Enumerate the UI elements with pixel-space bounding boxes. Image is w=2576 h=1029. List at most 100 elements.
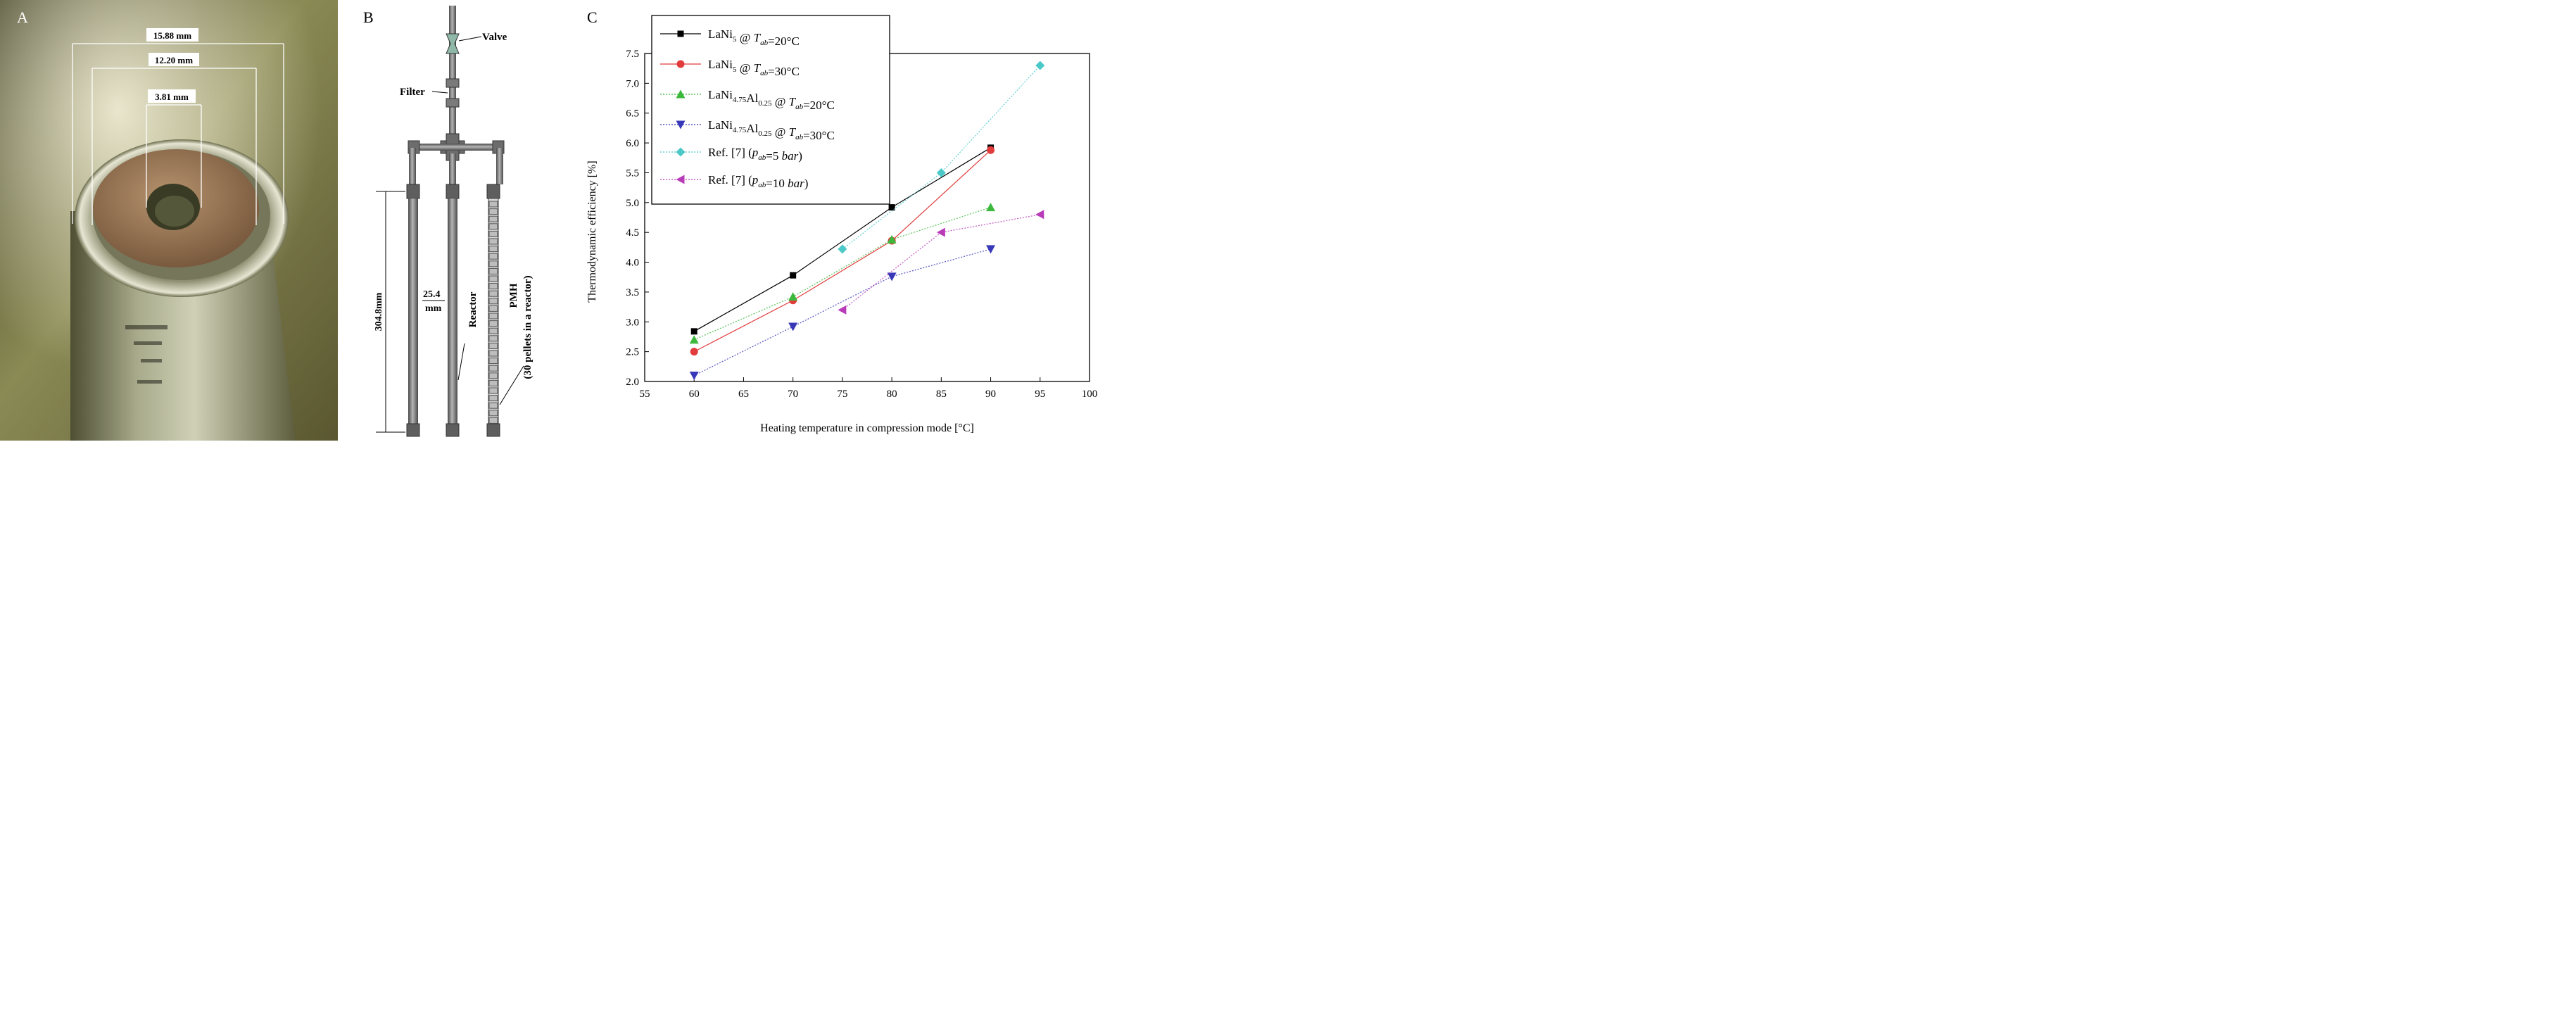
panel-label-a: A xyxy=(17,8,28,26)
series-4 xyxy=(689,245,996,381)
pellet xyxy=(488,246,498,253)
legend-label: Ref. [7] (pab=10 bar) xyxy=(708,173,808,190)
x-tick-label: 95 xyxy=(1035,389,1045,400)
data-point xyxy=(690,348,698,356)
y-tick-label: 3.5 xyxy=(626,287,639,298)
legend-marker xyxy=(676,120,686,130)
pellet xyxy=(488,201,498,208)
legend-label: LaNi5 @ Tab=30°C xyxy=(708,58,800,78)
pellet xyxy=(488,215,498,222)
reactor-end-photo: 15.88 mm 12.20 mm 3.81 mm xyxy=(0,0,338,441)
data-point xyxy=(689,372,699,381)
x-tick-label: 75 xyxy=(837,389,847,400)
series-3 xyxy=(689,203,996,344)
y-tick-label: 2.5 xyxy=(626,347,639,358)
pellet xyxy=(488,395,498,402)
data-point xyxy=(689,335,699,344)
series-line xyxy=(842,214,1040,310)
filter-icon xyxy=(446,78,460,88)
length-label: 304.8mm xyxy=(374,292,384,331)
x-axis-label: Heating temperature in compression mode … xyxy=(760,422,974,434)
x-tick-label: 90 xyxy=(985,389,996,400)
panel-b-schematic: B xyxy=(351,0,562,441)
dim-pellet-diameter: 12.20 mm xyxy=(155,55,193,65)
diameter-label-unit: mm xyxy=(425,303,442,314)
data-point xyxy=(986,245,996,254)
data-point xyxy=(690,328,697,335)
series-line xyxy=(693,149,991,353)
pellet xyxy=(488,342,498,349)
pellet-stack xyxy=(488,201,498,424)
legend-marker xyxy=(676,147,686,157)
pellet xyxy=(488,358,498,365)
y-tick-label: 6.5 xyxy=(626,108,639,120)
x-tick-label: 100 xyxy=(1082,389,1098,400)
legend-entry: LaNi5 @ Tab=20°C xyxy=(660,27,800,48)
y-tick-label: 5.0 xyxy=(626,198,639,209)
pellet xyxy=(488,410,498,417)
dimension-labels: 15.88 mm 12.20 mm 3.81 mm xyxy=(146,28,199,103)
pellet xyxy=(488,238,498,245)
data-point xyxy=(986,203,996,212)
pellet xyxy=(488,290,498,297)
pellet xyxy=(488,208,498,215)
data-point xyxy=(936,168,946,177)
valve-icon xyxy=(446,33,460,54)
pellet xyxy=(488,260,498,267)
pellet xyxy=(488,387,498,394)
legend-entry: LaNi4.75Al0.25 @ Tab=30°C xyxy=(660,118,835,142)
data-point xyxy=(838,244,847,254)
legend-entry: LaNi5 @ Tab=30°C xyxy=(660,58,800,78)
valve-label: Valve xyxy=(482,32,507,43)
panel-a-photo: 15.88 mm 12.20 mm 3.81 mm A xyxy=(0,0,338,441)
pellet xyxy=(488,320,498,327)
data-point xyxy=(788,322,798,332)
legend-label: LaNi5 @ Tab=20°C xyxy=(708,27,800,48)
x-tick-label: 55 xyxy=(640,389,650,400)
pellet xyxy=(488,267,498,274)
top-pipe xyxy=(449,6,456,146)
y-tick-label: 7.5 xyxy=(626,49,639,60)
legend-marker xyxy=(676,89,686,99)
panel-label-c: C xyxy=(587,8,598,26)
y-tick-label: 2.0 xyxy=(626,377,639,388)
x-tick-label: 80 xyxy=(887,389,897,400)
pellet xyxy=(488,402,498,409)
legend-entry: LaNi4.75Al0.25 @ Tab=20°C xyxy=(660,88,835,112)
chart-legend: LaNi5 @ Tab=20°C LaNi5 @ Tab=30°C LaNi4.75… xyxy=(651,15,890,205)
legend-entry: Ref. [7] (pab=5 bar) xyxy=(660,146,802,163)
x-tick-label: 85 xyxy=(936,389,947,400)
legend-label: LaNi4.75Al0.25 @ Tab=30°C xyxy=(708,118,835,142)
series-6 xyxy=(838,210,1044,315)
pellet xyxy=(488,305,498,312)
legend-label: LaNi4.75Al0.25 @ Tab=20°C xyxy=(708,88,835,112)
series-line xyxy=(693,206,991,341)
data-point xyxy=(1035,61,1045,70)
panel-label-b: B xyxy=(363,8,374,26)
x-tick-label: 65 xyxy=(738,389,749,400)
pellet xyxy=(488,379,498,386)
pmh-label: PMH xyxy=(508,283,519,308)
series-layer xyxy=(689,61,1045,381)
pellet xyxy=(488,372,498,379)
data-point xyxy=(788,292,798,301)
y-axis-ticks: 2.02.53.03.54.04.55.05.56.06.57.07.5 xyxy=(626,49,649,388)
legend-marker xyxy=(677,30,684,37)
data-point xyxy=(838,305,847,315)
legend-box xyxy=(651,15,890,205)
pellet xyxy=(488,230,498,237)
y-tick-label: 3.0 xyxy=(626,317,639,328)
x-tick-label: 70 xyxy=(788,389,798,400)
y-tick-label: 6.0 xyxy=(626,138,639,149)
legend-marker xyxy=(676,175,685,184)
data-point xyxy=(987,146,995,154)
pellet xyxy=(488,298,498,305)
reactor-schematic: 304.8mm 25.4 mm Valve Filter Reactor PMH… xyxy=(374,6,533,437)
legend-entry: Ref. [7] (pab=10 bar) xyxy=(660,173,808,190)
data-point xyxy=(887,272,897,282)
pellet xyxy=(488,275,498,282)
pellet xyxy=(488,335,498,342)
diameter-label-value: 25.4 xyxy=(423,289,441,300)
